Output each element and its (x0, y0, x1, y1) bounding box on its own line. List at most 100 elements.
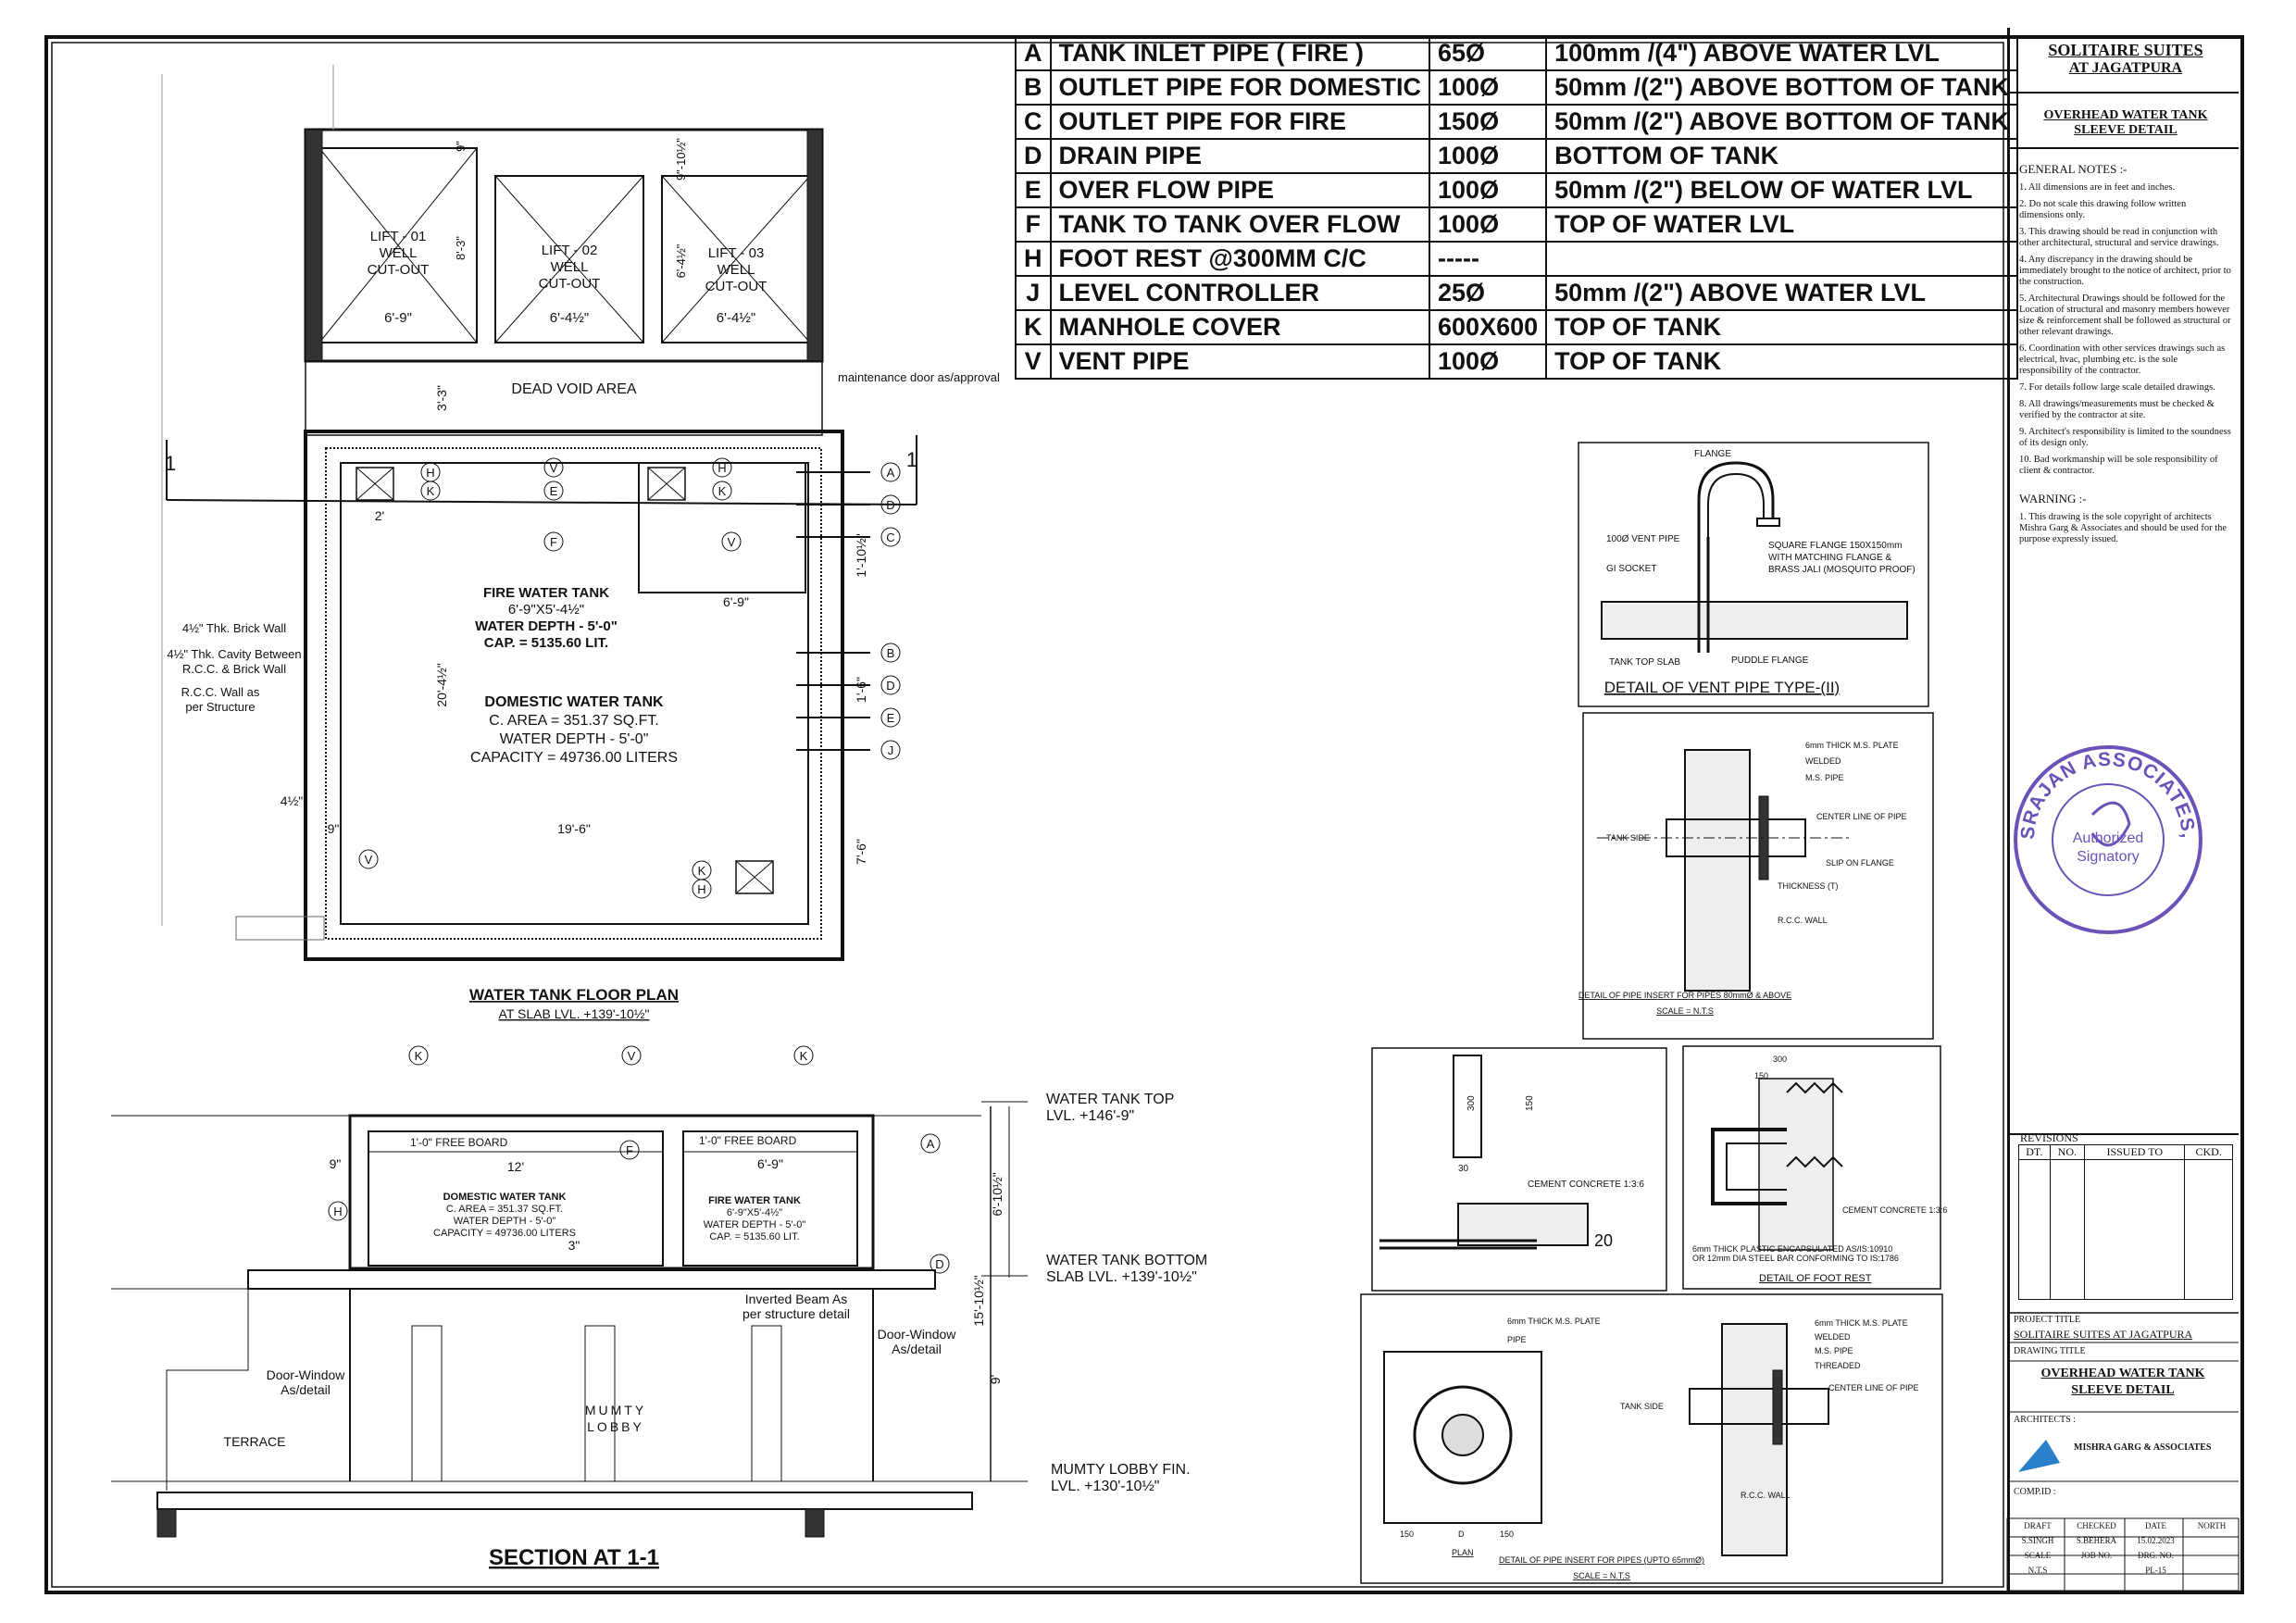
pipe-size: 100Ø (1429, 206, 1548, 243)
section-tank-outline (348, 1114, 875, 1270)
lift-height-dim: 8'-3" (454, 236, 468, 260)
pipe-item: VENT PIPE (1049, 343, 1431, 380)
footer-cell: SCALE (2024, 1551, 2052, 1560)
svg-text:C: C (886, 531, 894, 544)
foot-rest-label: OR 12mm DIA STEEL BAR CONFORMING TO IS:1… (1692, 1254, 1899, 1263)
pipe-insert-detail-2 (1360, 1293, 1943, 1584)
pipe-size: 65Ø (1429, 35, 1548, 71)
project-name: SOLITAIRE SUITES (2048, 41, 2203, 59)
drawing-title-1: OVERHEAD WATER TANK (2040, 1367, 2205, 1380)
section-mark-left: 1 (165, 452, 176, 475)
lift-02-line3: CUT-OUT (539, 276, 601, 292)
free-board-label: 1'-0" FREE BOARD (699, 1134, 797, 1147)
insert1-label: WELDED (1805, 756, 1841, 766)
footer-cell: DRAFT (2024, 1521, 2052, 1530)
section-dim: 3" (568, 1238, 580, 1253)
rev-col: DT. (2018, 1144, 2051, 1160)
pipe-item: DRAIN PIPE (1049, 138, 1431, 174)
lift-02-box (494, 175, 644, 343)
section-dim: 9" (330, 1156, 342, 1171)
section-dim: 15'-10½" (971, 1275, 986, 1326)
foot-rest-detail (1682, 1045, 1941, 1290)
insert2-label: THREADED (1815, 1361, 1861, 1370)
title-block-lines (2006, 92, 2240, 1592)
insert2-label: PIPE (1507, 1335, 1527, 1344)
tank-outer-wall (304, 430, 844, 961)
mumty-lobby-label: LOBBY (587, 1419, 644, 1434)
wall-label: per Structure (185, 700, 255, 714)
pipe-item: LEVEL CONTROLLER (1049, 275, 1431, 311)
insert2-label: CENTER LINE OF PIPE (1828, 1383, 1919, 1392)
vent-label: 100Ø VENT PIPE (1606, 534, 1680, 544)
foot-rest-label: 150 (1754, 1071, 1768, 1080)
section-mark-right: 1 (906, 448, 917, 471)
plan-dim: 7'-6" (854, 839, 868, 865)
insert1-label: 6mm THICK M.S. PLATE (1805, 741, 1899, 750)
note-item: 8. All drawings/measurements must be che… (2019, 399, 2215, 420)
lift-03-width: 6'-4½" (717, 310, 755, 326)
section-bottom-slab (247, 1269, 936, 1290)
insert2-label: M.S. PIPE (1815, 1346, 1853, 1355)
plan-dim: 4½" (281, 793, 303, 808)
fire-tank-depth: WATER DEPTH - 5'-0" (475, 618, 618, 634)
wall-label: 4½" Thk. Brick Wall (182, 621, 286, 635)
svg-text:K: K (427, 484, 435, 498)
terrace-label: TERRACE (224, 1434, 286, 1449)
pipe-item: TANK TO TANK OVER FLOW (1049, 206, 1431, 243)
tank-inner-wall (325, 447, 822, 940)
cement-label: CEMENT CONCRETE 1:3:6 (1528, 1180, 1644, 1190)
vent-pipe-detail (1578, 442, 1929, 707)
svg-text:E: E (887, 711, 895, 725)
svg-text:H: H (697, 882, 705, 896)
pipe-size: 100Ø (1429, 138, 1548, 174)
floor-plan-subtitle: AT SLAB LVL. +139'-10½" (499, 1006, 650, 1021)
foot-rest-label: CEMENT CONCRETE 1:3:6 (1842, 1205, 1947, 1215)
pipe-position: 100mm /(4") ABOVE WATER LVL (1545, 35, 2018, 71)
section-dim: 9' (988, 1375, 1003, 1384)
door-window-right: As/detail (892, 1342, 942, 1356)
table-row: DT. NO. ISSUED TO CKD. (2018, 1144, 2233, 1160)
svg-text:E: E (550, 484, 558, 498)
svg-text:D: D (886, 498, 894, 512)
section-dim: 6'-9" (757, 1156, 783, 1171)
vent-label: FLANGE (1694, 449, 1731, 459)
pipe-key: B (1015, 69, 1052, 106)
revisions-heading: REVISIONS (2020, 1131, 2078, 1144)
drawing-title-2: SLEEVE DETAIL (2071, 1383, 2175, 1397)
footer-cell: PL-15 (2145, 1566, 2166, 1575)
note-item: 1. All dimensions are in feet and inches… (2019, 182, 2176, 193)
pipe-item: MANHOLE COVER (1049, 309, 1431, 345)
plan-dim: 9" (328, 821, 340, 836)
lift-01-line1: LIFT - 01 (370, 229, 427, 244)
vent-detail-title: DETAIL OF VENT PIPE TYPE-(II) (1604, 679, 1840, 696)
fire-tank-capacity: CAP. = 5135.60 LIT. (484, 635, 608, 651)
domestic-tank-area: C. AREA = 351.37 SQ.FT. (489, 713, 659, 729)
wall-label: R.C.C. Wall as (181, 685, 260, 699)
insert2-label: 6mm THICK M.S. PLATE (1815, 1318, 1908, 1328)
maintenance-door-label: maintenance door as/approval (838, 370, 1000, 384)
sheet-title-1: OVERHEAD WATER TANK (2043, 108, 2208, 122)
dead-void-label: DEAD VOID AREA (511, 381, 636, 397)
stamp-center-2: Signatory (2077, 849, 2140, 865)
floor-plan-title: WATER TANK FLOOR PLAN (469, 986, 679, 1004)
pipe-position: TOP OF WATER LVL (1545, 206, 2018, 243)
insert1-label: THICKNESS (T) (1778, 881, 1839, 891)
mumty-lobby-label: MUMTY (585, 1403, 646, 1417)
svg-text:H: H (718, 461, 726, 475)
section-domestic-line: C. AREA = 351.37 SQ.FT. (446, 1204, 563, 1215)
svg-text:K: K (415, 1049, 423, 1063)
foot-rest-label: 6mm THICK PLASTIC ENCAPSULATED AS/IS:109… (1692, 1244, 1892, 1254)
section-dim: 12' (507, 1159, 524, 1174)
inverted-beam-label: per structure detail (742, 1306, 850, 1321)
stamp-center-1: Authorized (2073, 830, 2144, 846)
svg-text:A: A (887, 466, 895, 480)
